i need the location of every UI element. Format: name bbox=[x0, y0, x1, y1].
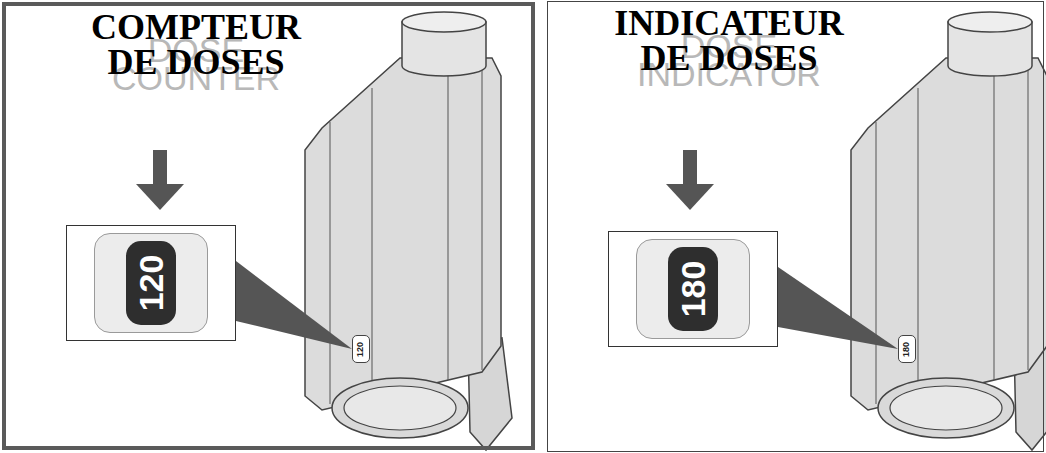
dose-number: 180 bbox=[903, 341, 912, 356]
inhaler-illustration bbox=[851, 12, 1046, 450]
dose-number: 120 bbox=[357, 341, 366, 356]
counter-bezel: 120 bbox=[94, 233, 208, 333]
inhaler-illustration bbox=[305, 12, 512, 450]
down-arrow bbox=[136, 150, 184, 210]
counter-display: 180 bbox=[668, 247, 718, 331]
dose-counter-callout: 180 bbox=[608, 231, 778, 347]
diagram-panel: COMPTEUR DE DOSESDOSE COUNTER120120 bbox=[2, 2, 535, 450]
pointer-wedge bbox=[778, 267, 898, 349]
panel-heading: COMPTEUR DE DOSES bbox=[71, 10, 321, 80]
pointer-wedge bbox=[236, 261, 352, 349]
down-arrow bbox=[666, 150, 714, 210]
dose-number: 120 bbox=[134, 255, 168, 312]
diagram-panel: INDICATEUR DE DOSESDOSE INDICATOR180180 bbox=[547, 1, 1044, 452]
counter-display: 120 bbox=[126, 241, 176, 325]
counter-window: 180 bbox=[898, 335, 916, 363]
counter-bezel: 180 bbox=[636, 239, 750, 339]
panel-heading: INDICATEUR DE DOSES bbox=[598, 6, 860, 76]
counter-window: 120 bbox=[352, 335, 370, 363]
dose-number: 180 bbox=[676, 261, 710, 318]
dose-counter-callout: 120 bbox=[66, 225, 236, 341]
